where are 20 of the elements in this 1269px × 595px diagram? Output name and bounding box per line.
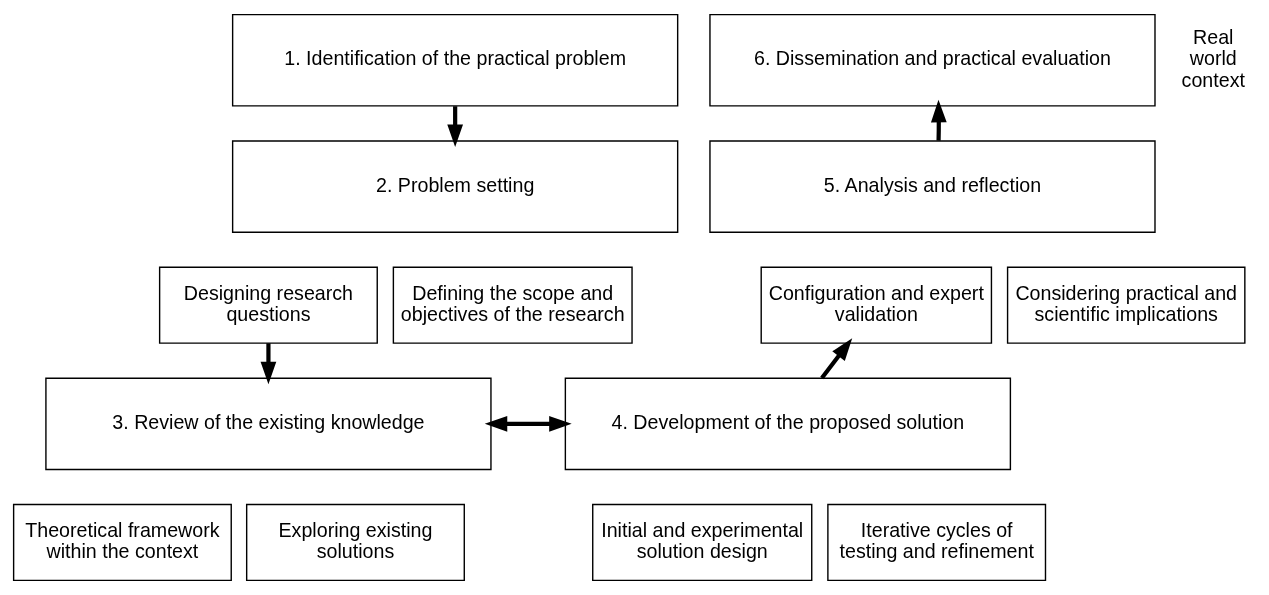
node-box: Considering practical and scientific implications — [1006, 266, 1246, 344]
node-box: 3. Review of the existing knowledge — [45, 377, 492, 471]
arrow — [484, 415, 572, 432]
arrow — [447, 106, 464, 148]
node-box: 5. Analysis and reflection — [709, 140, 1156, 233]
node-box: Exploring existing solutions — [245, 503, 465, 582]
node-box: Initial and experimental solution design — [592, 503, 813, 582]
arrow — [260, 343, 277, 385]
node-box: 2. Problem setting — [231, 140, 679, 233]
node-box: Iterative cycles of testing and refinement — [827, 503, 1047, 582]
node-box: 1. Identification of the practical problem — [231, 13, 679, 107]
arrow — [820, 338, 853, 380]
arrow — [930, 99, 947, 141]
node-box: Configuration and expert validation — [760, 266, 993, 344]
node-box: Defining the scope and objectives of the research — [392, 266, 633, 344]
node-box: Designing research questions — [158, 266, 378, 344]
node-box: 6. Dissemination and practical evaluation — [709, 13, 1156, 107]
node-box: Theoretical framework within the context — [12, 503, 232, 582]
label: Real world context — [1181, 26, 1245, 91]
node-box: 4. Development of the proposed solution — [564, 377, 1012, 471]
